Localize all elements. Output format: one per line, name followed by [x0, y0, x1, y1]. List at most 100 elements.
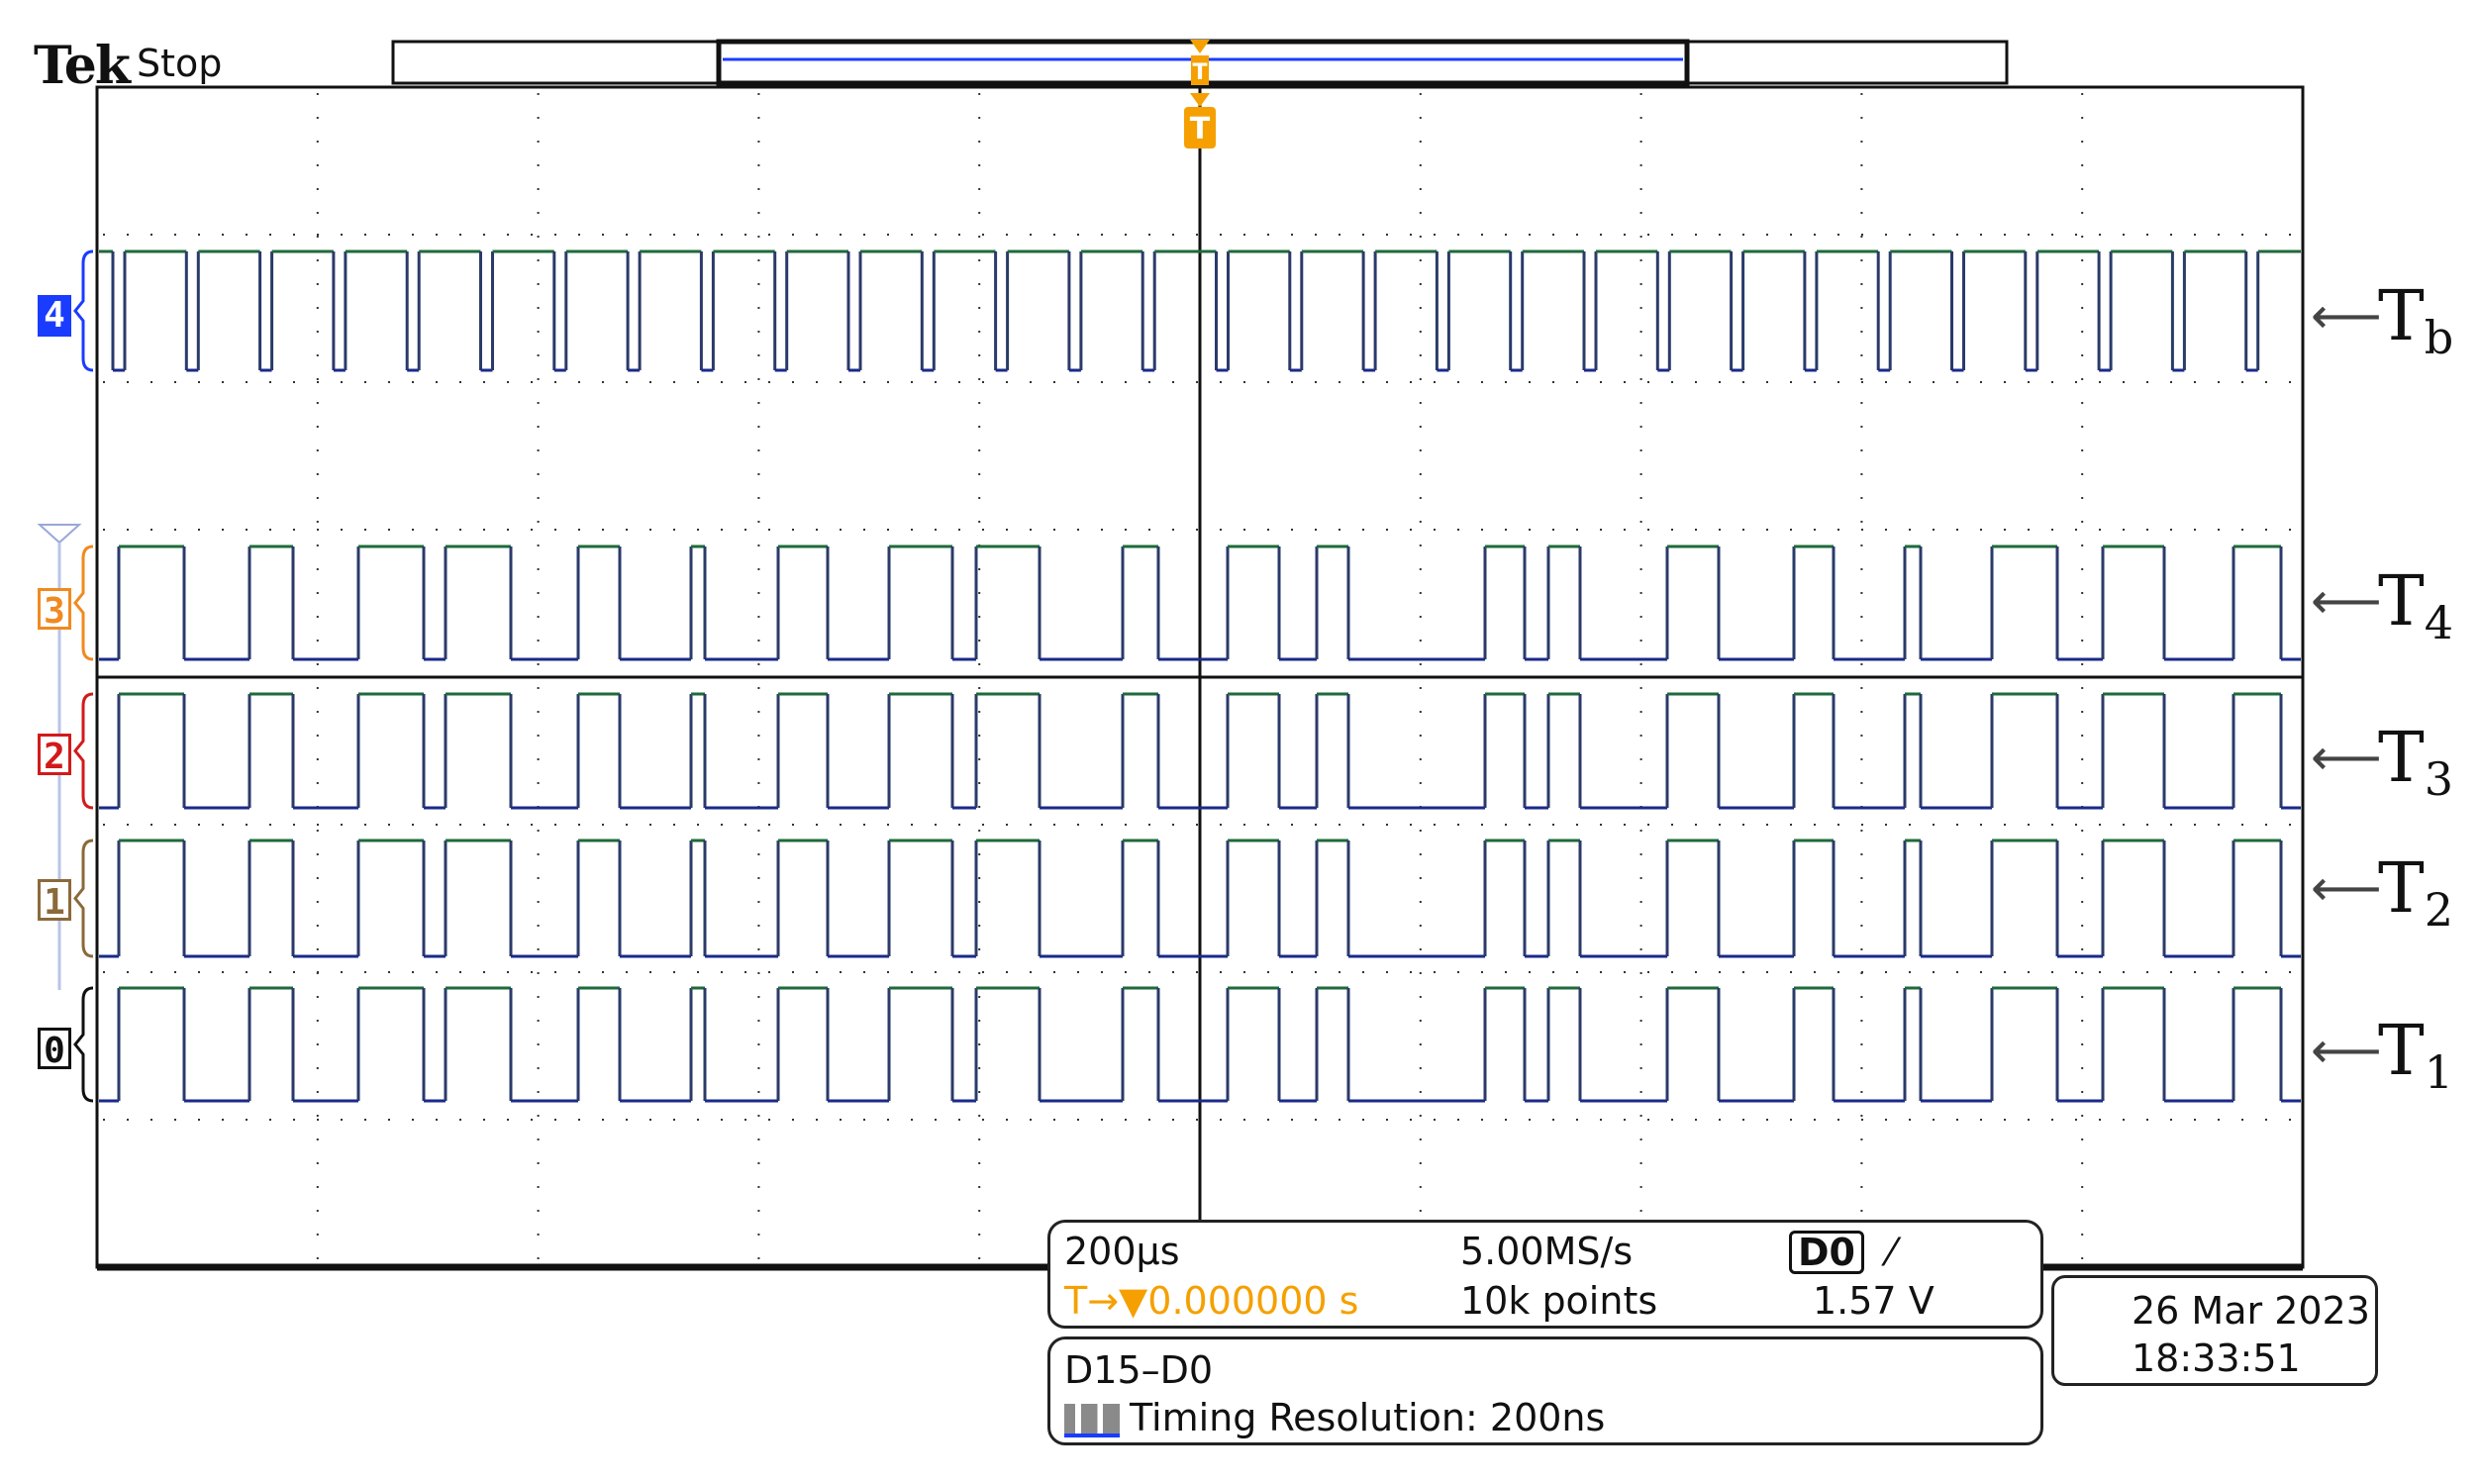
grid-dot: [2081, 758, 2084, 760]
grid-dot: [602, 381, 604, 383]
grid-dot: [537, 188, 540, 190]
grid-dot: [744, 1119, 746, 1121]
grid-dot: [863, 1119, 865, 1121]
grid-dot: [2051, 1119, 2053, 1121]
grid-dot: [2099, 824, 2101, 826]
grid-dot: [1933, 381, 1935, 383]
grid-dot: [1172, 1119, 1174, 1121]
grid-dot: [1790, 381, 1792, 383]
grid-dot: [507, 1119, 509, 1121]
grid-dot: [2081, 1115, 2084, 1117]
grid-dot: [316, 521, 319, 523]
grid-dot: [269, 971, 271, 973]
grid-dot: [978, 782, 981, 784]
grid-dot: [2218, 1119, 2220, 1121]
trigger-source-readout[interactable]: D0 ⁄: [1789, 1231, 1895, 1274]
tek-logo: Tek: [34, 36, 131, 96]
grid-dot: [1576, 971, 1578, 973]
grid-dot: [222, 529, 224, 531]
acquisition-status[interactable]: Stop: [137, 42, 223, 85]
grid-dot: [1860, 1043, 1863, 1045]
grid-dot: [978, 1138, 981, 1140]
grid-dot: [1639, 1115, 1642, 1117]
grid-dot: [1766, 529, 1768, 531]
grid-dot: [2099, 529, 2101, 531]
grid-dot: [721, 1119, 723, 1121]
grid-dot: [1267, 824, 1269, 826]
grid-dot: [1419, 1091, 1422, 1093]
grid-dot: [246, 1119, 248, 1121]
grid-dot: [222, 234, 224, 236]
grid-dot: [1956, 381, 1958, 383]
channel-bracket: [73, 249, 94, 372]
grid-dot: [537, 640, 540, 642]
grid-dot: [198, 1119, 200, 1121]
channel-badge-3[interactable]: 3: [38, 588, 71, 632]
grid-dot: [721, 824, 723, 826]
grid-dot: [316, 948, 319, 950]
grid-dot: [1861, 824, 1863, 826]
grid-dot: [1552, 1119, 1554, 1121]
grid-dot: [887, 824, 889, 826]
bus-readout-panel[interactable]: D15–D0 Timing Resolution: 200ns: [1047, 1336, 2043, 1445]
grid-dot: [1860, 544, 1863, 546]
grid-dot: [1639, 1162, 1642, 1164]
grid-dot: [840, 381, 842, 383]
grid-dot: [1243, 529, 1245, 531]
grid-dot: [1291, 234, 1293, 236]
grid-dot: [982, 971, 984, 973]
trigger-marker-overview[interactable]: T: [1190, 40, 1210, 85]
grid-dot: [1885, 971, 1887, 973]
grid-dot: [103, 381, 105, 383]
grid-dot: [757, 735, 760, 737]
grid-dot: [2081, 212, 2084, 214]
channel-bracket: [73, 986, 94, 1103]
grid-dot: [887, 381, 889, 383]
grid-dot: [911, 529, 913, 531]
grid-dot: [768, 381, 770, 383]
grid-dot: [978, 426, 981, 428]
channel-badge-2[interactable]: 2: [38, 734, 71, 777]
grid-dot: [2075, 824, 2077, 826]
grid-dot: [1243, 971, 1245, 973]
grid-dot: [1552, 971, 1554, 973]
grid-dot: [1148, 234, 1150, 236]
grid-dot: [2081, 1020, 2084, 1022]
grid-dot: [978, 141, 981, 143]
channel-badge-1[interactable]: 1: [38, 879, 71, 923]
grid-dot: [978, 1043, 981, 1045]
trigger-position-readout[interactable]: T→▼0.000000 s: [1064, 1279, 1359, 1323]
channel-badge-4[interactable]: 4: [38, 295, 71, 337]
grid-dot: [531, 381, 533, 383]
grid-dot: [1339, 971, 1340, 973]
trigger-position-marker[interactable]: T: [1184, 93, 1216, 148]
grid-dot: [1220, 824, 1222, 826]
grid-dot: [2146, 381, 2148, 383]
grid-dot: [757, 473, 760, 475]
grid-dot: [554, 529, 556, 531]
grid-dot: [1639, 1138, 1642, 1140]
grid-dot: [2004, 824, 2006, 826]
grid-dot: [316, 283, 319, 285]
grid-dot: [697, 529, 699, 531]
grid-dot: [1861, 529, 1863, 531]
grid-dot: [626, 971, 628, 973]
grid-dot: [935, 381, 937, 383]
channel-badge-0[interactable]: 0: [38, 1028, 71, 1071]
grid-dot: [1434, 381, 1436, 383]
grid-dot: [1814, 234, 1816, 236]
grid-dot: [537, 1043, 540, 1045]
grid-dot: [1790, 824, 1792, 826]
grid-dot: [2051, 234, 2053, 236]
grid-dot: [1860, 616, 1863, 618]
trigger-level-readout[interactable]: 1.57 V: [1813, 1279, 1935, 1323]
grid-dot: [1860, 141, 1863, 143]
grid-dot: [2081, 1162, 2084, 1164]
grid-dot: [1639, 830, 1642, 832]
grid-dot: [978, 164, 981, 166]
grid-dot: [978, 449, 981, 451]
grid-dot: [2194, 529, 2196, 531]
acquisition-readout-panel[interactable]: 200µs 5.00MS/s D0 ⁄ T→▼0.000000 s 10k po…: [1047, 1220, 2043, 1329]
timebase-readout[interactable]: 200µs: [1064, 1230, 1180, 1273]
grid-dot: [1719, 824, 1721, 826]
